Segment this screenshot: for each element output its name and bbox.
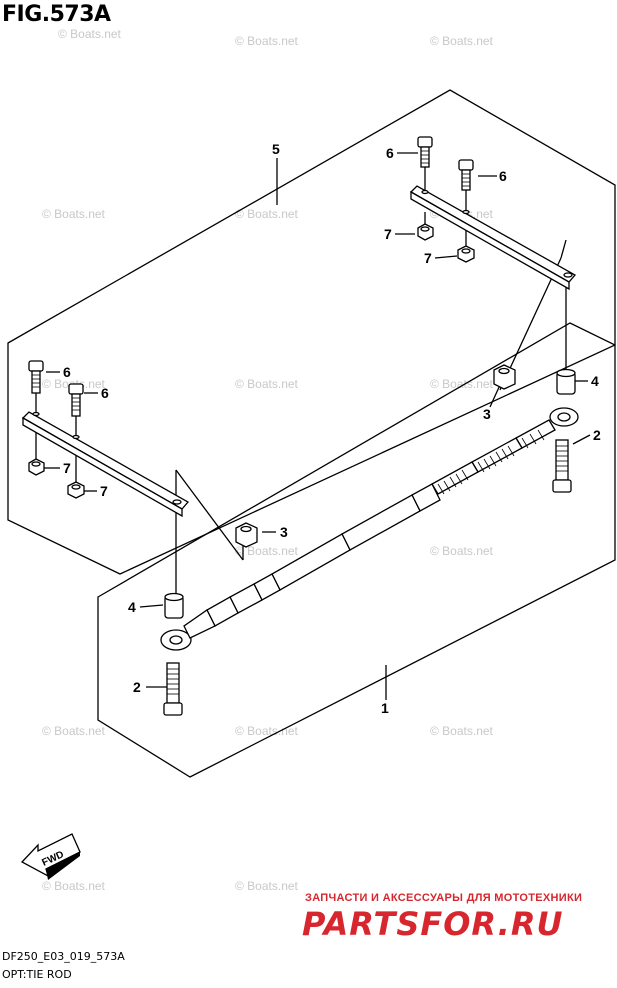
callout-7: 7 — [424, 250, 432, 266]
watermark: © Boats.net — [430, 377, 494, 391]
callout-7: 7 — [100, 483, 108, 499]
callout-6: 6 — [101, 385, 109, 401]
shop-tagline: ЗАПЧАСТИ И АКСЕССУАРЫ ДЛЯ МОТОТЕХНИКИ — [305, 892, 583, 904]
nut-7 — [67, 481, 85, 499]
nut-7 — [457, 245, 475, 263]
kit-5-boundary — [7, 89, 616, 575]
nut-7 — [28, 458, 45, 476]
callout-5: 5 — [272, 141, 280, 157]
callout-4: 4 — [128, 599, 136, 615]
spacer-nut-3 — [235, 522, 258, 548]
watermark: © Boats.net — [235, 544, 299, 558]
watermark: © Boats.net — [42, 724, 106, 738]
callout-7: 7 — [63, 460, 71, 476]
figure-title: FIG.573A — [2, 2, 111, 27]
bolt-6 — [458, 159, 474, 191]
long-bolt-2 — [552, 439, 572, 493]
shop-logo: PARTSFOR.RU — [302, 905, 564, 943]
bolt-6 — [417, 136, 433, 168]
watermark: © Boats.net — [430, 544, 494, 558]
callout-2: 2 — [593, 427, 601, 443]
spacer-nut-3 — [493, 364, 516, 390]
watermark: © Boats.net — [235, 879, 299, 893]
callout-3: 3 — [280, 524, 288, 540]
collar-4 — [556, 368, 576, 395]
callout-7: 7 — [384, 226, 392, 242]
leader-lines — [35, 152, 591, 700]
watermark: © Boats.net — [235, 207, 299, 221]
watermark: © Boats.net — [235, 34, 299, 48]
long-bolt-2 — [163, 662, 183, 716]
tie-rod-1 — [160, 407, 579, 651]
watermark: © Boats.net — [58, 27, 122, 41]
bolt-6 — [68, 383, 84, 417]
callout-1: 1 — [381, 700, 389, 716]
bracket-upper-right — [409, 185, 577, 291]
assembly-1-boundary — [97, 322, 616, 778]
callout-2: 2 — [133, 679, 141, 695]
watermark: © Boats.net — [235, 724, 299, 738]
callout-6: 6 — [386, 145, 394, 161]
watermark: © Boats.net — [235, 377, 299, 391]
callout-6: 6 — [499, 168, 507, 184]
callout-3: 3 — [483, 406, 491, 422]
collar-4 — [164, 592, 184, 619]
watermark: © Boats.net — [42, 879, 106, 893]
diagram-name: OPT:TIE ROD — [2, 968, 72, 981]
callout-6: 6 — [63, 364, 71, 380]
diagram-code: DF250_E03_019_573A — [2, 950, 125, 963]
watermark: © Boats.net — [430, 724, 494, 738]
callout-4: 4 — [591, 373, 599, 389]
watermark: © Boats.net — [42, 207, 106, 221]
callouts: 5 6 6 7 7 6 6 7 7 3 3 4 2 4 2 1 — [63, 141, 601, 716]
bracket-lower-left — [21, 411, 190, 518]
watermark: © Boats.net — [430, 34, 494, 48]
bolt-6 — [28, 360, 44, 394]
nut-7 — [417, 223, 434, 241]
fwd-arrow-icon: FWD — [20, 833, 81, 880]
